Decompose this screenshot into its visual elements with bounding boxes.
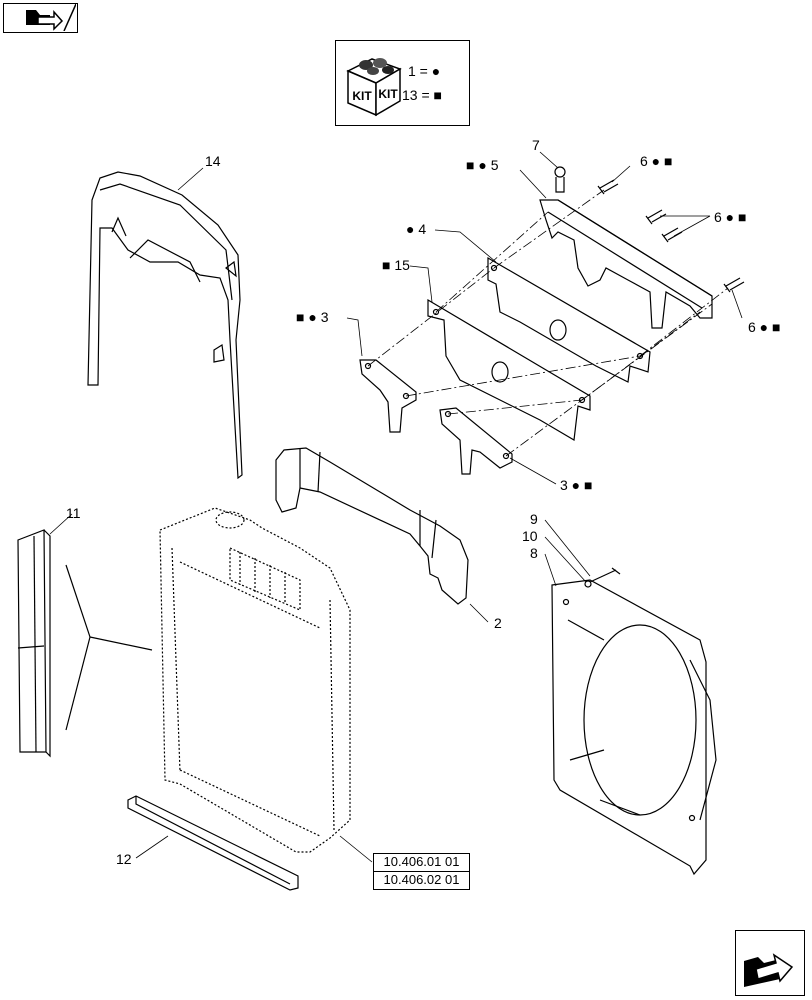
kit-label-right: KIT [378, 87, 398, 101]
part-6-screws[interactable] [597, 179, 745, 293]
callout-9: 9 [530, 511, 538, 527]
arrow-back-icon [26, 3, 77, 32]
callout-6-right: 6 ● ■ [748, 319, 780, 335]
callout-4: ● 4 [406, 221, 426, 237]
callout-3-left: ■ ● 3 [296, 309, 329, 325]
callout-15: ■ 15 [382, 257, 410, 273]
radiator-reference [159, 507, 351, 853]
callout-2: 2 [494, 615, 502, 631]
leader-lines [49, 151, 743, 863]
part-14-seal[interactable] [87, 171, 243, 480]
callout-5: ■ ● 5 [466, 157, 499, 173]
part-4-plate[interactable] [487, 256, 651, 383]
arrow-forward-icon [744, 953, 794, 987]
part-11-side-seal[interactable] [17, 529, 51, 758]
part-5-bracket[interactable] [539, 199, 713, 329]
callout-14: 14 [205, 153, 221, 169]
part-2-top-seal[interactable] [275, 447, 469, 605]
callout-6-mid: 6 ● ■ [714, 209, 746, 225]
part-7-bolt[interactable] [554, 166, 566, 193]
callout-6-top: 6 ● ■ [640, 153, 672, 169]
callout-3-right: 3 ● ■ [560, 477, 592, 493]
callout-11: 11 [66, 505, 81, 521]
previous-page-button[interactable] [3, 3, 78, 33]
callout-10: 10 [522, 528, 538, 544]
callout-7: 7 [532, 137, 540, 153]
kit-legend: KIT KIT 1 = ● 13 = ■ [335, 40, 470, 126]
part-11-leader [65, 564, 153, 731]
part-3-bracket-left[interactable] [359, 359, 417, 433]
callout-12: 12 [116, 851, 132, 867]
kit-legend-13: 13 = ■ [402, 87, 442, 103]
kit-legend-1: 1 = ● [408, 63, 441, 79]
reference-link-1[interactable]: 10.406.01 01 [373, 853, 470, 872]
assembly-lines [367, 189, 729, 457]
reference-link-2[interactable]: 10.406.02 01 [373, 871, 470, 890]
part-12-bottom-seal[interactable] [127, 795, 299, 891]
kit-label-left: KIT [352, 89, 372, 103]
kit-box-icon: KIT KIT [346, 58, 402, 117]
part-3-bracket-right[interactable] [439, 407, 513, 475]
part-15-plate[interactable] [427, 298, 591, 441]
next-page-button[interactable] [735, 930, 805, 996]
part-8-fan-shroud[interactable] [551, 579, 717, 876]
callout-8: 8 [530, 545, 538, 561]
part-9-10-bolt[interactable] [584, 567, 621, 588]
